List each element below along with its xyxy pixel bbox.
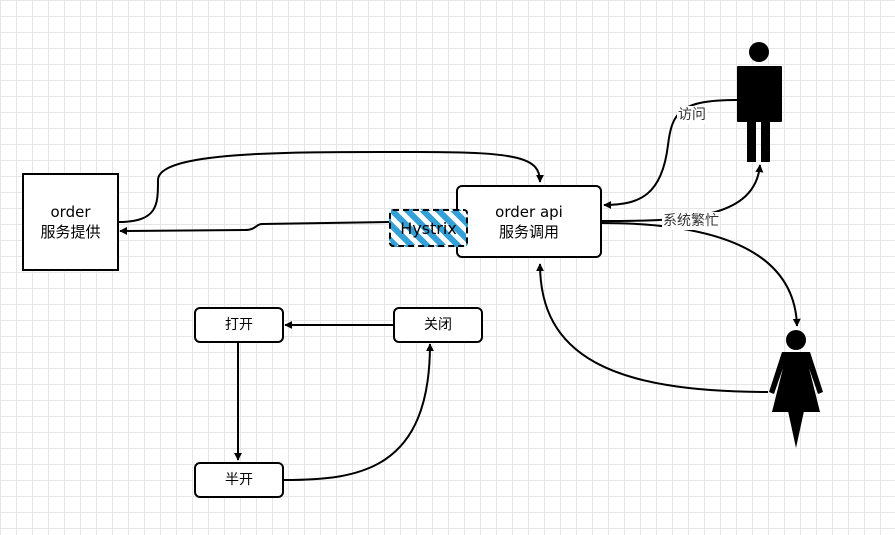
edge-api-to-female xyxy=(601,222,801,327)
edge-user-to-api xyxy=(603,99,738,209)
edge-label-system-busy: 系统繁忙 xyxy=(662,212,720,230)
state-closed-node[interactable]: 关闭 xyxy=(393,307,483,343)
female-user-icon xyxy=(769,330,823,448)
order-provider-line2: 服务提供 xyxy=(40,223,101,241)
state-half-open-node[interactable]: 半开 xyxy=(194,462,284,498)
edge-half-open-to-closed xyxy=(283,343,434,481)
state-half-open-label: 半开 xyxy=(225,472,253,488)
edge-label-visit: 访问 xyxy=(677,106,707,124)
hystrix-label: Hystrix xyxy=(400,218,457,238)
edge-female-to-api xyxy=(536,263,769,393)
order-api-line2: 服务调用 xyxy=(498,222,559,241)
edge-hystrix-to-provider xyxy=(119,221,390,235)
hystrix-node[interactable]: Hystrix xyxy=(389,209,468,247)
order-api-node[interactable]: order api 服务调用 xyxy=(456,185,602,258)
state-open-label: 打开 xyxy=(225,317,253,333)
male-user-icon xyxy=(737,42,782,162)
edge-provider-to-api xyxy=(117,150,544,223)
state-closed-label: 关闭 xyxy=(424,317,452,333)
order-api-line1: order api xyxy=(495,202,563,221)
state-open-node[interactable]: 打开 xyxy=(194,307,284,343)
order-provider-node[interactable]: order 服务提供 xyxy=(22,173,119,271)
order-provider-line1: order xyxy=(50,203,91,221)
